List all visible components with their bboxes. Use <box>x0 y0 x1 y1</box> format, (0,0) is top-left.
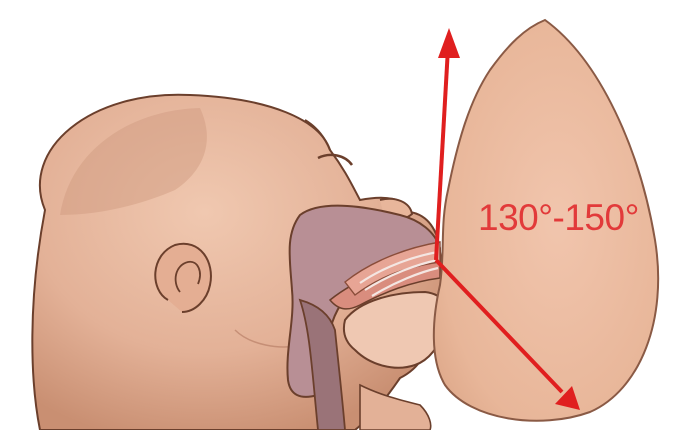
baby-neck <box>360 385 431 430</box>
angle-label: 130°-150° <box>478 196 639 240</box>
arrow-up-head <box>438 28 460 58</box>
